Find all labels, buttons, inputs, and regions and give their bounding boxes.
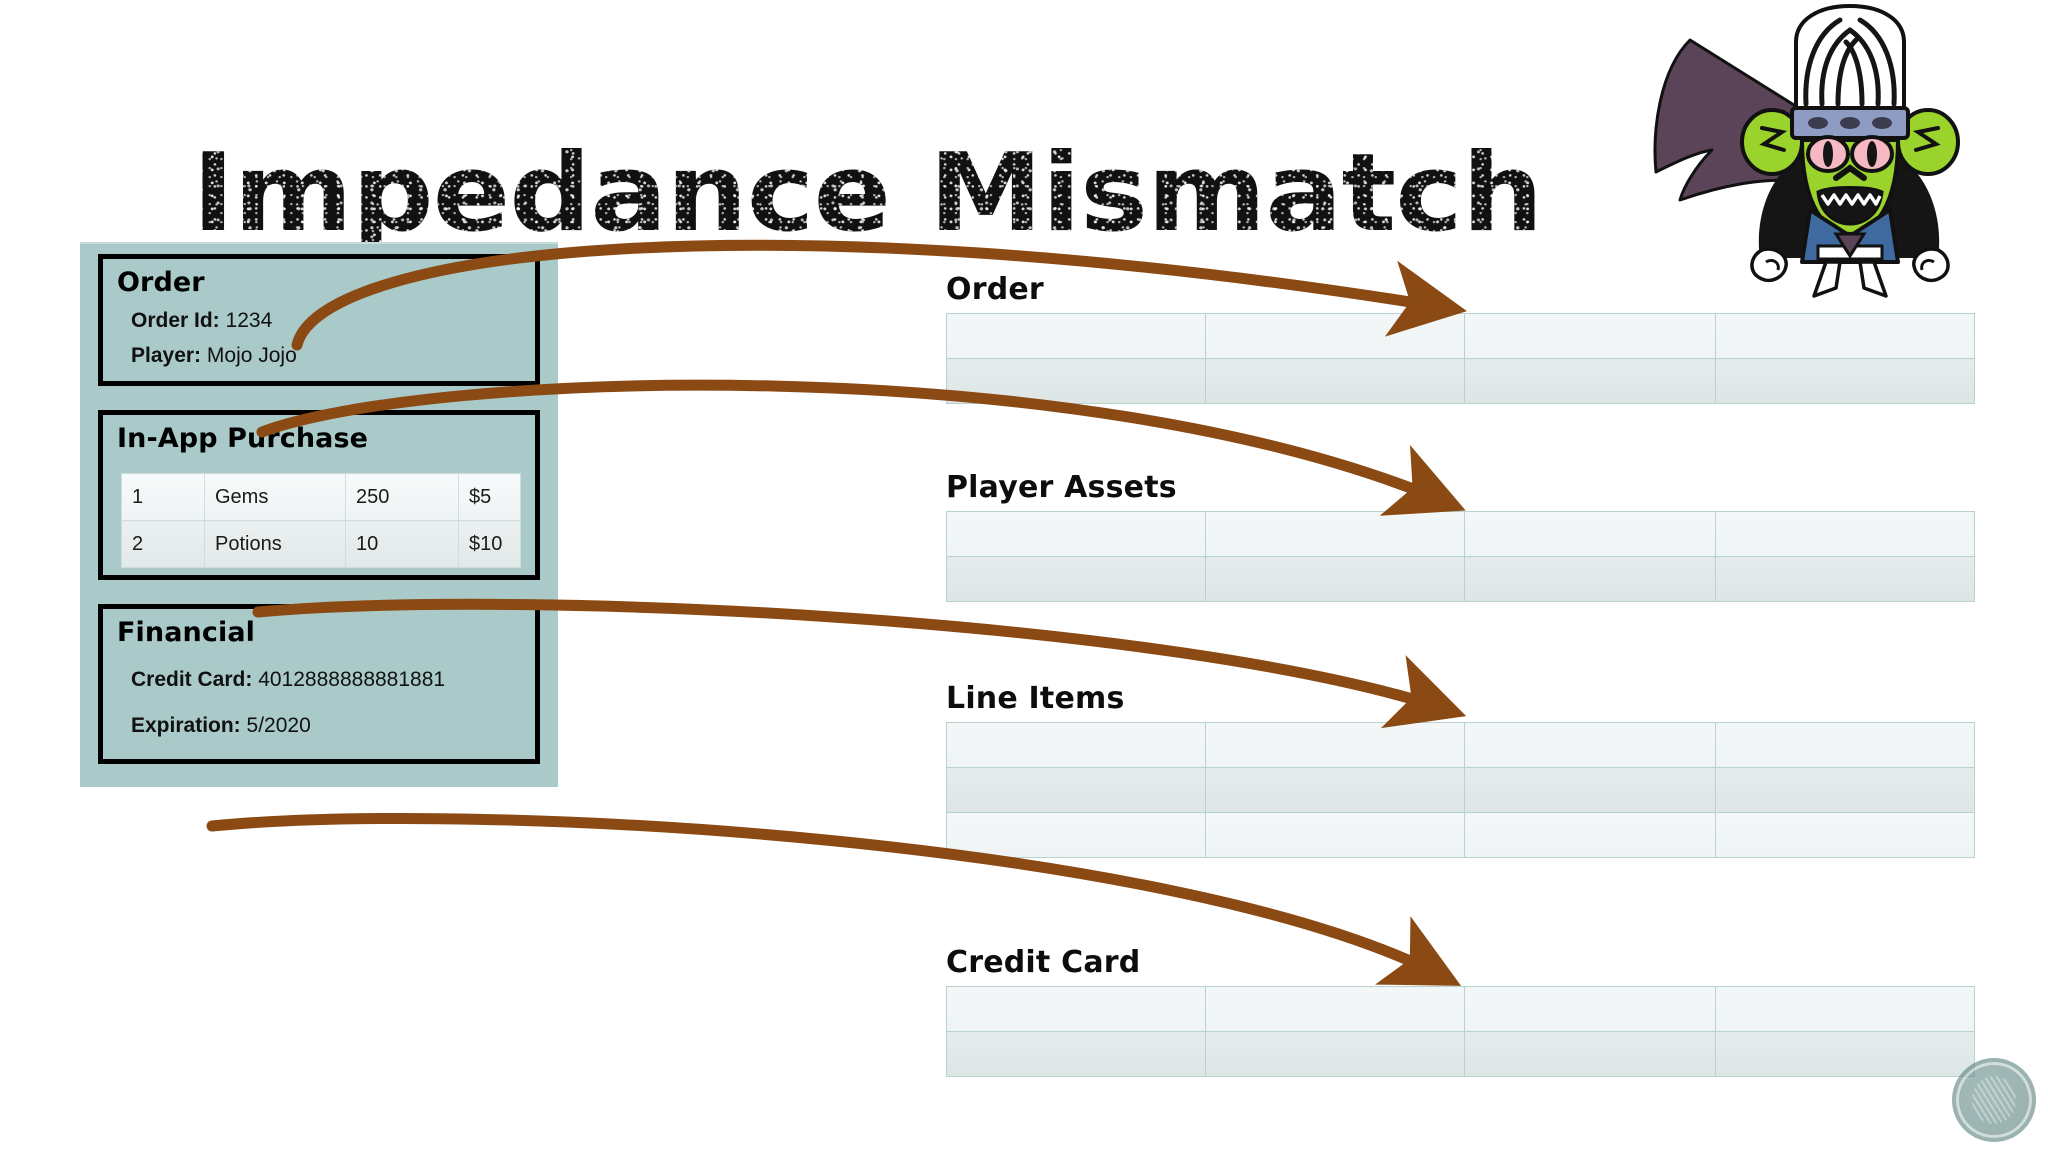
table-cell (1715, 722, 1975, 768)
table-cell (1715, 556, 1975, 602)
table-cell (946, 722, 1206, 768)
table-cell (1464, 722, 1716, 768)
relational-table-credit-card-grid (946, 986, 1975, 1077)
relational-table-order-grid (946, 313, 1975, 404)
table-cell: $10 (458, 520, 521, 568)
table-cell (946, 358, 1206, 404)
table-cell (1205, 556, 1465, 602)
relational-table-player-assets-grid (946, 511, 1975, 602)
table-cell: 1 (121, 473, 205, 521)
table-cell (1715, 313, 1975, 359)
table-cell: Potions (204, 520, 346, 568)
table-cell: 2 (121, 520, 205, 568)
relational-table-order-label: Order (946, 272, 1044, 307)
table-cell (1205, 767, 1465, 813)
object-box-financial-title: Financial (117, 617, 255, 648)
table-cell (1715, 986, 1975, 1032)
table-row: 2 Potions 10 $10 (121, 520, 521, 568)
object-box-order-title: Order (117, 267, 205, 298)
relational-table-line-items: Line Items (946, 681, 1975, 858)
table-cell: $5 (458, 473, 521, 521)
table-cell (1464, 1031, 1716, 1077)
table-row (946, 767, 1975, 813)
object-box-financial: Financial Credit Card: 4012888888881881 … (98, 604, 540, 764)
table-cell (1205, 986, 1465, 1032)
table-cell (1464, 358, 1716, 404)
relational-table-credit-card: Credit Card (946, 945, 1975, 1077)
table-cell (1715, 511, 1975, 557)
table-cell: 10 (345, 520, 459, 568)
page-title: Impedance Mismatch (192, 131, 1543, 256)
table-cell (1464, 556, 1716, 602)
in-app-purchase-table: 1 Gems 250 $5 2 Potions 10 $10 (121, 473, 521, 568)
relational-table-player-assets: Player Assets (946, 470, 1975, 602)
table-cell (1205, 358, 1465, 404)
object-box-order: Order Order Id: 1234 Player: Mojo Jojo (98, 254, 540, 386)
logo-watermark (1952, 1058, 2036, 1142)
expiration-label: Expiration: (131, 714, 241, 737)
table-cell (946, 313, 1206, 359)
table-cell (1205, 511, 1465, 557)
relational-table-line-items-label: Line Items (946, 681, 1125, 716)
table-cell (1464, 986, 1716, 1032)
credit-card-field: Credit Card: 4012888888881881 (131, 668, 535, 692)
table-row (946, 313, 1975, 359)
table-cell (1464, 767, 1716, 813)
object-box-in-app-purchase-title: In-App Purchase (117, 423, 369, 454)
player-label: Player: (131, 344, 202, 367)
object-model-panel: Order Order Id: 1234 Player: Mojo Jojo I… (80, 242, 558, 787)
table-cell (946, 812, 1206, 858)
table-cell (1205, 722, 1465, 768)
table-cell (1715, 767, 1975, 813)
table-row: 1 Gems 250 $5 (121, 473, 521, 521)
relational-table-order: Order (946, 272, 1975, 404)
table-row (946, 1031, 1975, 1077)
relational-table-line-items-grid (946, 722, 1975, 858)
player-field: Player: Mojo Jojo (131, 344, 535, 368)
order-id-label: Order Id: (131, 309, 220, 332)
table-row (946, 812, 1975, 858)
table-cell (1205, 313, 1465, 359)
relational-table-player-assets-label: Player Assets (946, 470, 1177, 505)
table-row (946, 511, 1975, 557)
credit-card-label: Credit Card: (131, 668, 253, 691)
order-id-field: Order Id: 1234 (131, 309, 535, 333)
expiration-value: 5/2020 (246, 714, 311, 737)
table-cell (1715, 358, 1975, 404)
order-id-value: 1234 (225, 309, 273, 332)
table-cell (1464, 511, 1716, 557)
player-value: Mojo Jojo (206, 344, 297, 367)
table-cell: Gems (204, 473, 346, 521)
table-row (946, 556, 1975, 602)
table-cell (946, 986, 1206, 1032)
table-cell (1715, 1031, 1975, 1077)
relational-table-credit-card-label: Credit Card (946, 945, 1141, 980)
object-box-in-app-purchase: In-App Purchase 1 Gems 250 $5 2 Potions … (98, 410, 540, 580)
table-row (946, 722, 1975, 768)
credit-card-value: 4012888888881881 (258, 668, 446, 691)
table-cell (946, 556, 1206, 602)
table-cell (946, 1031, 1206, 1077)
table-cell (1464, 812, 1716, 858)
table-row (946, 986, 1975, 1032)
table-cell: 250 (345, 473, 459, 521)
mojo-jojo-character (1650, 0, 2048, 300)
table-cell (946, 767, 1206, 813)
expiration-field: Expiration: 5/2020 (131, 714, 535, 738)
table-row (946, 358, 1975, 404)
table-cell (946, 511, 1206, 557)
table-cell (1715, 812, 1975, 858)
table-cell (1205, 1031, 1465, 1077)
table-cell (1464, 313, 1716, 359)
table-cell (1205, 812, 1465, 858)
